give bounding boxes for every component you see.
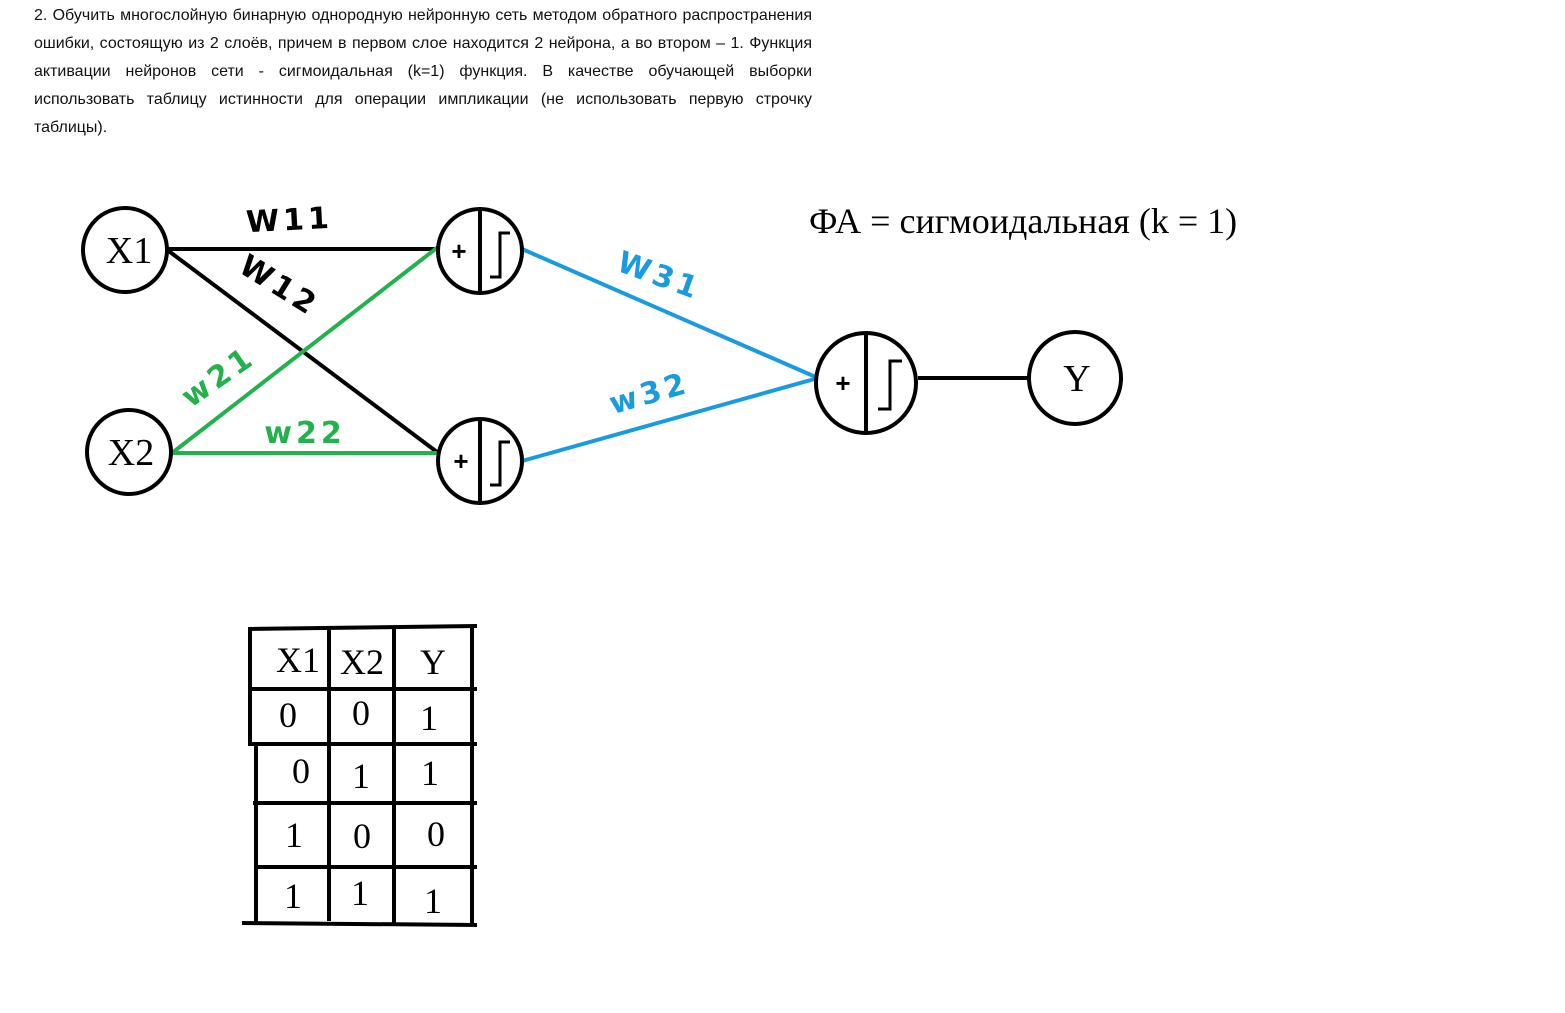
table-cell: 1 (424, 881, 442, 921)
edge-h1-out (521, 247, 819, 380)
table-cell: 0 (353, 816, 371, 856)
hidden-neuron-1: + (436, 207, 524, 295)
sigmoid-icon (490, 231, 510, 279)
input-x2-label: X2 (108, 432, 154, 474)
output-node-y: Y (1027, 330, 1123, 426)
summator-plus: + (451, 236, 466, 266)
output-neuron: + (814, 331, 918, 435)
activation-function-label: ФА = сигмоидальная (k = 1) (809, 201, 1237, 241)
edge-x2-h1 (170, 245, 440, 455)
summator-plus: + (453, 446, 468, 476)
table-cell: 1 (421, 753, 439, 793)
hidden-neuron-2: + (436, 417, 524, 505)
input-x1-label: X1 (106, 230, 152, 272)
weight-label-w11: W11 (245, 201, 334, 240)
output-y-label: Y (1063, 358, 1090, 400)
weight-label-w12: W12 (233, 248, 325, 324)
table-cell: 1 (285, 815, 303, 855)
edge-h2-out (521, 376, 819, 463)
sigmoid-icon (878, 359, 902, 411)
weight-label-w31: W31 (612, 245, 706, 308)
weight-label-w32: w32 (605, 366, 693, 422)
table-cell: 0 (279, 695, 297, 735)
input-node-x2: X2 (85, 408, 173, 496)
sigmoid-icon (490, 440, 510, 487)
table-cell: 1 (420, 698, 438, 738)
table-cell: 1 (352, 756, 370, 796)
table-cell: 0 (352, 693, 370, 733)
table-cell: 1 (284, 876, 302, 916)
table-header-y: Y (420, 642, 446, 682)
truth-table (241, 624, 478, 927)
table-cell: 0 (292, 751, 310, 791)
weight-label-w21: w21 (175, 340, 262, 415)
task-description: 2. Обучить многослойную бинарную однород… (34, 7, 812, 136)
table-header-x1: X1 (276, 640, 320, 680)
summator-plus: + (835, 368, 850, 398)
table-cell: 0 (427, 814, 445, 854)
table-cell: 1 (351, 873, 369, 913)
weight-label-w22: w22 (264, 416, 345, 451)
table-header-x2: X2 (340, 642, 384, 682)
input-node-x1: X1 (81, 206, 169, 294)
